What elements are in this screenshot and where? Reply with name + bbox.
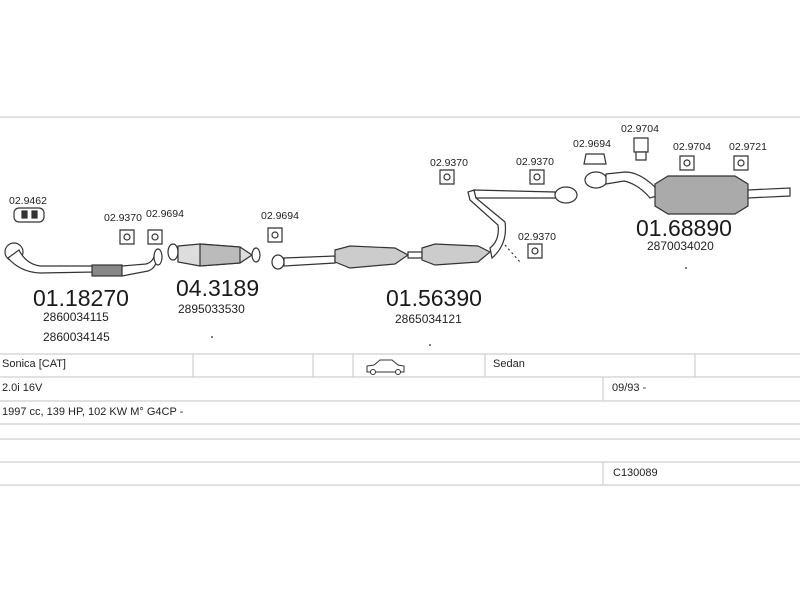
- middle-silencer: [271, 186, 578, 270]
- part-number-middle-silencer[interactable]: 01.56390: [386, 285, 482, 311]
- fitting-label[interactable]: 02.9370: [104, 212, 142, 224]
- ref-number: 2865034121: [395, 312, 462, 326]
- fitting-hanger: [119, 137, 749, 259]
- fitting-label[interactable]: 02.9694: [261, 210, 299, 222]
- fitting-label[interactable]: 02.9704: [621, 123, 659, 135]
- front-pipe: [4, 242, 163, 277]
- dot-mark: [685, 267, 687, 269]
- fitting-label[interactable]: 02.9721: [729, 141, 767, 153]
- fitting-label[interactable]: 02.9370: [518, 231, 556, 243]
- sedan-car-icon: [366, 359, 405, 375]
- part-number-front-pipe[interactable]: 01.18270: [33, 285, 129, 311]
- ref-number: 2860034145: [43, 330, 110, 344]
- catalytic-converter: [167, 243, 261, 267]
- model-name: Sonica [CAT]: [2, 358, 66, 370]
- part-number-catalyst[interactable]: 04.3189: [176, 275, 259, 301]
- body-type: Sedan: [493, 358, 525, 370]
- fitting-label[interactable]: 02.9694: [573, 138, 611, 150]
- ref-number: 2860034115: [43, 310, 109, 324]
- ref-number: 2870034020: [647, 239, 714, 253]
- fitting-label[interactable]: 02.9694: [146, 208, 184, 220]
- engine-name: 2.0i 16V: [2, 382, 43, 394]
- dot-mark: [211, 336, 213, 338]
- dot-mark: [429, 344, 431, 346]
- catalogue-code: C130089: [613, 467, 658, 479]
- fitting-label[interactable]: 02.9462: [9, 195, 47, 207]
- fitting-label[interactable]: 02.9370: [516, 156, 554, 168]
- ref-number: 2895033530: [178, 302, 245, 316]
- fitting-label[interactable]: 02.9704: [673, 141, 711, 153]
- part-number-rear-silencer[interactable]: 01.68890: [636, 215, 732, 241]
- rear-silencer: [584, 171, 791, 215]
- engine-specs: 1997 cc, 139 HP, 102 KW M° G4CP -: [2, 406, 184, 418]
- fitting-clamp: [13, 207, 45, 223]
- fitting-label[interactable]: 02.9370: [430, 157, 468, 169]
- production-date: 09/93 -: [612, 382, 647, 394]
